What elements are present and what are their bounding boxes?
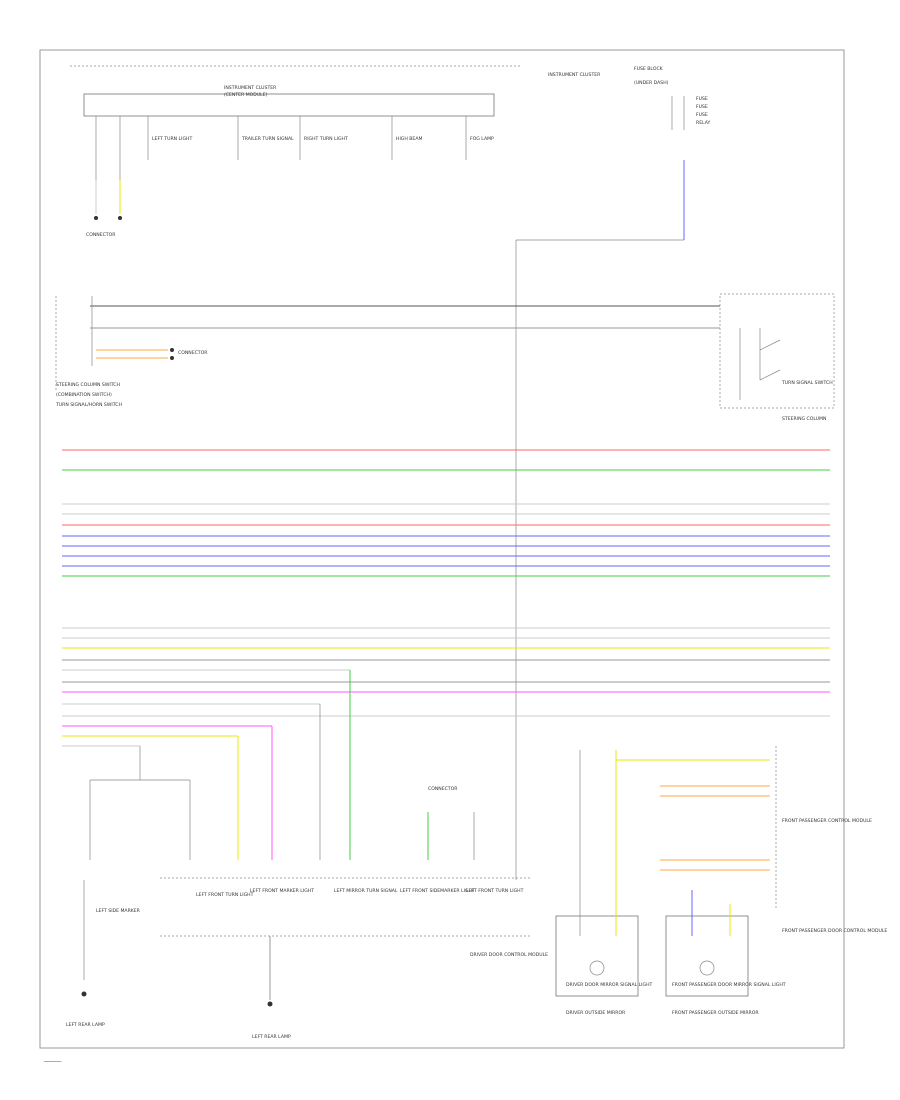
- fuse-item-2: FUSE: [696, 104, 708, 110]
- connector-left-label: CONNECTOR: [86, 232, 116, 238]
- instrument-cluster-box: [83, 93, 495, 117]
- steering-column-label: STEERING COLUMN SWITCH: [56, 382, 120, 388]
- label-left-rear-lamp: LEFT REAR LAMP: [66, 1022, 105, 1028]
- diagram-frame: [39, 49, 845, 1049]
- passenger-mirror-box: [665, 915, 749, 997]
- steering-conn-b: [170, 356, 174, 360]
- label-wiring-right-a: FRONT PASSENGER CONTROL MODULE: [782, 818, 872, 824]
- label-fog-lamp: FOG LAMP: [470, 136, 494, 142]
- label-left-front-sidemarker: LEFT FRONT SIDEMARKER LIGHT: [400, 888, 475, 894]
- footer-code: _______: [43, 1056, 62, 1062]
- cluster-pins: [95, 116, 467, 210]
- switch-contact-a: [759, 339, 781, 351]
- harness-middle: [62, 503, 830, 577]
- label-trailer-turn: TRAILER TURN SIGNAL: [241, 136, 294, 142]
- label-driver-door-control: DRIVER DOOR CONTROL MODULE: [470, 952, 548, 958]
- left-side-assembly: LEFT SIDE MARKER LEFT REAR LAMP: [66, 880, 141, 1028]
- connector-right-label: CONNECTOR: [428, 786, 458, 792]
- label-right-rear-lamp: LEFT REAR LAMP: [252, 1034, 291, 1040]
- connector-mid-right: CONNECTOR: [427, 786, 475, 860]
- fuse-item-1: FUSE: [696, 96, 708, 102]
- driver-mirror-box: [555, 915, 639, 997]
- fuse-item-3: FUSE: [696, 112, 708, 118]
- label-outside-mirror-right: FRONT PASSENGER OUTSIDE MIRROR: [672, 1010, 759, 1016]
- fuse-block: INSTRUMENT CLUSTER FUSE BLOCK (UNDER DAS…: [515, 66, 711, 880]
- vertical-drops: [89, 670, 351, 860]
- turn-signal-horn-label: TURN SIGNAL/HORN SWITCH: [55, 402, 122, 408]
- passenger-mirror-lamp: [699, 960, 715, 976]
- label-wiring-right-b: FRONT PASSENGER DOOR CONTROL MODULE: [782, 928, 887, 934]
- label-left-front-marker: LEFT FRONT MARKER LIGHT: [250, 888, 314, 894]
- left-door-module: LEFT FRONT TURN LIGHT LEFT FRONT MARKER …: [160, 877, 548, 958]
- fuse-block-label: FUSE BLOCK: [634, 66, 664, 72]
- label-left-mirror: LEFT MIRROR TURN SIGNAL: [334, 888, 398, 894]
- harness-upper: [62, 449, 830, 471]
- label-left-side: LEFT SIDE MARKER: [96, 908, 141, 914]
- right-mirror-modules: DRIVER DOOR MIRROR SIGNAL LIGHT FRONT PA…: [555, 746, 887, 1016]
- switch-contact-b: [759, 369, 781, 381]
- column-right-label: STEERING COLUMN: [782, 416, 826, 422]
- label-right-turn: RIGHT TURN LIGHT: [304, 136, 348, 142]
- center-ground: LEFT REAR LAMP: [252, 936, 291, 1040]
- turn-signal-switch-right: TURN SIGNAL SWITCH STEERING COLUMN: [719, 293, 835, 422]
- steering-column-switch: CONNECTOR STEERING COLUMN SWITCH (COMBIN…: [55, 296, 720, 408]
- fuse-block-sublabel: (UNDER DASH): [634, 80, 669, 86]
- turn-signal-switch-box: [719, 293, 835, 409]
- label-left-turn: LEFT TURN LIGHT: [152, 136, 192, 142]
- instrument-cluster: INSTRUMENT CLUSTER (CENTER MODULE) LEFT …: [83, 85, 495, 210]
- instrument-cluster-sublabel: (CENTER MODULE): [224, 92, 268, 98]
- label-left-front-assembly: LEFT FRONT TURN LIGHT: [466, 888, 524, 894]
- cluster-connector-pin-b: [118, 216, 122, 220]
- left-assembly-ground: [81, 991, 87, 997]
- switch-right-label: TURN SIGNAL SWITCH: [781, 380, 833, 386]
- steering-column-sublabel: (COMBINATION SWITCH): [56, 392, 112, 398]
- steering-conn-a: [170, 348, 174, 352]
- label-outside-mirror-left: DRIVER OUTSIDE MIRROR: [566, 1010, 626, 1016]
- driver-mirror-lamp: [589, 960, 605, 976]
- center-ground-pin: [267, 1001, 273, 1007]
- cluster-connector-pin-a: [94, 216, 98, 220]
- label-left-front-turn: LEFT FRONT TURN LIGHT: [196, 892, 254, 898]
- label-door-module-left: DRIVER DOOR MIRROR SIGNAL LIGHT: [566, 982, 653, 988]
- instrument-cluster-right-label: INSTRUMENT CLUSTER: [548, 72, 601, 78]
- harness-lower: [62, 627, 830, 747]
- label-door-module-right: FRONT PASSENGER DOOR MIRROR SIGNAL LIGHT: [672, 982, 786, 988]
- connector-mid-label: CONNECTOR: [178, 350, 208, 356]
- instrument-cluster-label: INSTRUMENT CLUSTER: [224, 85, 277, 91]
- fuse-item-4: RELAY: [696, 120, 711, 126]
- label-high-beam: HIGH BEAM: [396, 136, 422, 142]
